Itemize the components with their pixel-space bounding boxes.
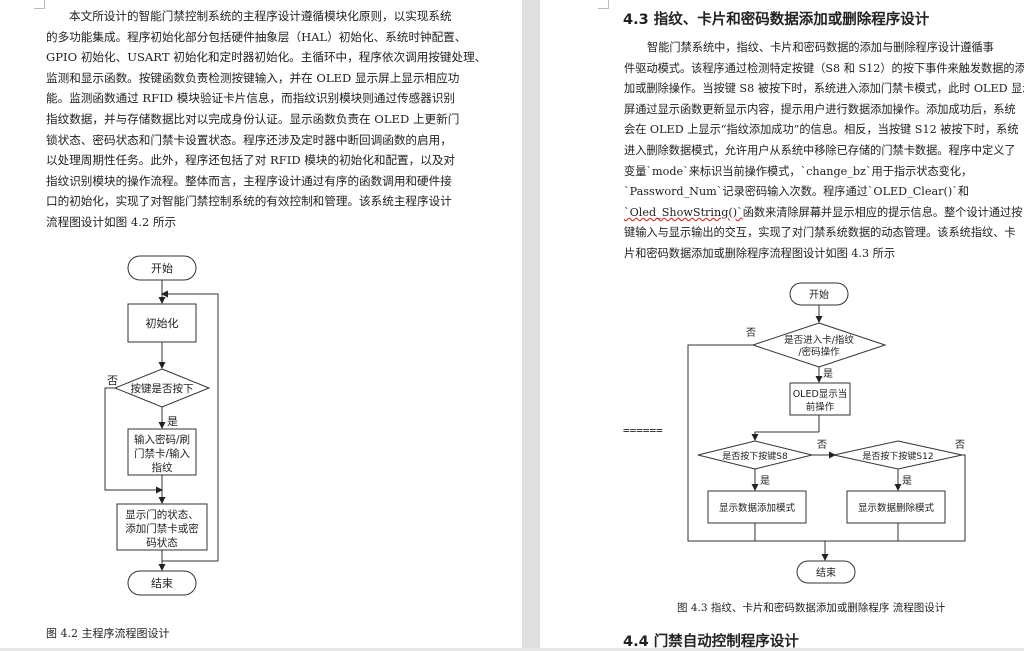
text-line: 指纹识别模块的操作流程。整体而言，主程序设计通过有序的函数调用和硬件接 [46, 173, 452, 188]
text-line: `Password_Num`记录密码输入次数。程序通过`OLED_Clear()… [624, 185, 970, 199]
right-page [540, 0, 1024, 648]
text-fragment: 函数来清除屏幕并显示相应的提示信息。整个设计通过按 [742, 205, 1023, 219]
flow-decision1-label-2: /密码操作 [798, 346, 840, 358]
text-line: `Oled_ShowString()`函数来清除屏幕并显示相应的提示信息。整个设… [624, 203, 1023, 224]
right-body-paragraph: 智能门禁系统中，指纹、卡片和密码数据的添加与删除程序设计遵循事 件驱动模式。该程… [624, 38, 1024, 265]
flow-end-terminal [796, 560, 856, 584]
left-page [0, 0, 522, 648]
text-line: 能。监测函数通过 RFID 模块验证卡片信息，而指纹识别模块则通过传感器识别 [46, 91, 456, 106]
flow-init-label: 初始化 [146, 316, 179, 330]
flow-end-label: 结束 [816, 566, 836, 579]
text-line: 本文所设计的智能门禁控制系统的主程序设计遵循模块化原则，以实现系统 [69, 9, 452, 23]
flow-start-label: 开始 [151, 261, 173, 275]
flow-yes-label: 是 [167, 415, 178, 428]
text-line: 会在 OLED 上显示“指纹添加成功”的信息。相反，当按键 S12 被按下时，系… [624, 123, 1019, 137]
text-line: 键输入与显示输出的交互，实现了对门禁系统数据的动态管理。该系统指纹、卡 [624, 226, 1016, 240]
text-line: 监测和显示函数。按键函数负责检测按键输入，并在 OLED 显示屏上显示相应功 [46, 70, 460, 85]
flow-input-label-1: 输入密码/刷 [134, 433, 190, 446]
page-gap [522, 0, 540, 648]
text-line: 智能门禁系统中，指纹、卡片和密码数据的添加与删除程序设计遵循事 [647, 41, 994, 54]
flow-s8-label: 是否按下按键S8 [722, 450, 788, 462]
figure-4-2-caption: 图 4.2 主程序流程图设计 [46, 627, 170, 640]
text-line: 口的初始化，实现了对智能门禁控制系统的有效控制和管理。该系统主程序设计 [46, 194, 452, 209]
flow-yes-label: 是 [823, 368, 833, 380]
flow-add-mode-box [707, 490, 807, 524]
flow-yes-label: 是 [902, 475, 912, 487]
text-line: 进入删除数据模式，允许用户从系统中移除已存储的门禁卡数据。程序中定义了 [624, 143, 1016, 157]
flow-delete-mode-box [846, 490, 946, 524]
flow-display-label-1: 显示门的状态、 [125, 508, 199, 521]
text-line: 加或删除操作。当按键 S8 被按下时，系统进入添加门禁卡模式，此时 OLED 显… [624, 82, 1024, 96]
text-line: 变量`mode`来标识当前操作模式，`change_bz`用于指示状态变化， [624, 164, 973, 178]
flow-input-label-2: 门禁卡/输入 [134, 447, 191, 460]
flow-end-label: 结束 [151, 577, 173, 590]
figure-4-3-caption: 图 4.3 指纹、卡片和密码数据添加或删除程序 流程图设计 [677, 602, 946, 614]
flow-delete-mode-label: 显示数据删除模式 [858, 502, 935, 514]
flow-display-label-3: 码状态 [146, 536, 178, 549]
flow-no-label: 否 [955, 439, 965, 451]
code-oled-showstring: `Oled_ShowString()` [624, 205, 743, 219]
flow-no-label: 否 [746, 327, 756, 339]
left-body-paragraph: 本文所设计的智能门禁控制系统的主程序设计遵循模块化原则，以实现系统 的多功能集成… [46, 6, 496, 233]
flow-oled-box [789, 382, 851, 416]
text-line: GPIO 初始化、USART 初始化和定时器初始化。主循环中，程序依次调用按键处… [46, 50, 487, 65]
main-program-flowchart: 开始 初始化 按键是否按下 否 是 输入密码/刷 门禁卡/输入 指纹 显示门的状… [104, 255, 219, 596]
text-line: 件驱动模式。该程序通过检测特定按键（S8 和 S12）的按下事件来触发数据的添 [624, 61, 1024, 75]
flow-add-mode-label: 显示数据添加模式 [719, 502, 796, 514]
page-corner-mark-right [598, 0, 609, 9]
flow-start-label: 开始 [809, 288, 829, 301]
text-line: 的多功能集成。程序初始化部分包括硬件抽象层（HAL）初始化、系统时钟配置、 [46, 29, 467, 44]
text-line: 片和密码数据添加或删除程序流程图设计如图 4.3 所示 [624, 246, 896, 260]
flow-display-label-2: 添加门禁卡或密 [125, 522, 199, 535]
flow-init-box [127, 303, 197, 343]
section-heading-4-4: 4.4 门禁自动控制程序设计 [623, 634, 799, 650]
page-corner-mark-left [34, 0, 45, 9]
text-line: 以处理周期性任务。此外，程序还包括了对 RFID 模块的初始化和配置，以及对 [46, 153, 456, 168]
section-heading-4-3: 4.3 指纹、卡片和密码数据添加或删除程序设计 [623, 12, 930, 28]
flow-oled-label-1: OLED显示当 [793, 388, 848, 400]
flow-oled-label-2: 前操作 [806, 401, 835, 413]
text-line: 流程图设计如图 4.2 所示 [46, 214, 177, 229]
flow-no-label: 否 [817, 439, 827, 451]
separator-marks: ====== [623, 424, 663, 437]
text-line: 锁状态、密码状态和门禁卡设置状态。程序还涉及定时器中断回调函数的启用， [46, 132, 452, 147]
flow-end-terminal [127, 570, 197, 596]
flow-decision-label: 按键是否按下 [131, 382, 194, 395]
flow-input-label-3: 指纹 [152, 461, 173, 474]
text-line: 指纹数据，并与存储数据比对以完成身份认证。显示函数负责在 OLED 上更新门 [46, 111, 460, 126]
flow-decision1-label-1: 是否进入卡/指纹 [784, 334, 854, 346]
flow-display-box [116, 503, 208, 551]
flow-s12-label: 是否按下按键S12 [862, 450, 933, 462]
text-line: 屏通过显示函数更新显示内容，提示用户进行数据添加操作。添加成功后，系统 [624, 102, 1016, 116]
flow-no-label: 否 [107, 374, 118, 387]
flow-yes-label: 是 [760, 475, 770, 487]
